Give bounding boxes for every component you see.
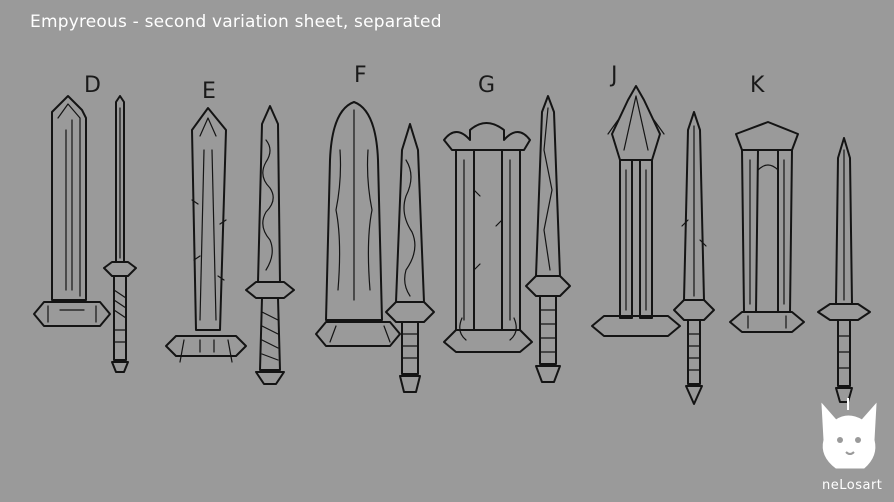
sword-e-small [245,105,295,385]
variant-label-e: E [202,79,216,104]
fox-head-logo-icon [821,398,877,469]
sword-d-small [103,95,137,373]
sword-k-large [729,121,805,333]
variant-label-j: J [609,63,618,88]
variant-label-d: D [84,73,101,98]
sword-d-large [33,95,111,327]
variant-label-g: G [478,73,495,98]
sword-g-large [443,122,533,353]
sword-g-small [525,95,571,383]
variant-label-k: K [750,73,765,98]
sword-k-small [817,137,871,403]
sword-j-large [591,85,681,337]
sword-f-small [385,123,435,393]
sword-j-small [673,111,715,405]
sword-f-large [315,101,401,347]
variant-label-f: F [354,63,367,88]
watermark-text: neLosart [822,478,883,493]
sword-e-large [165,107,247,363]
sheet-title: Empyreous - second variation sheet, sepa… [30,12,442,32]
